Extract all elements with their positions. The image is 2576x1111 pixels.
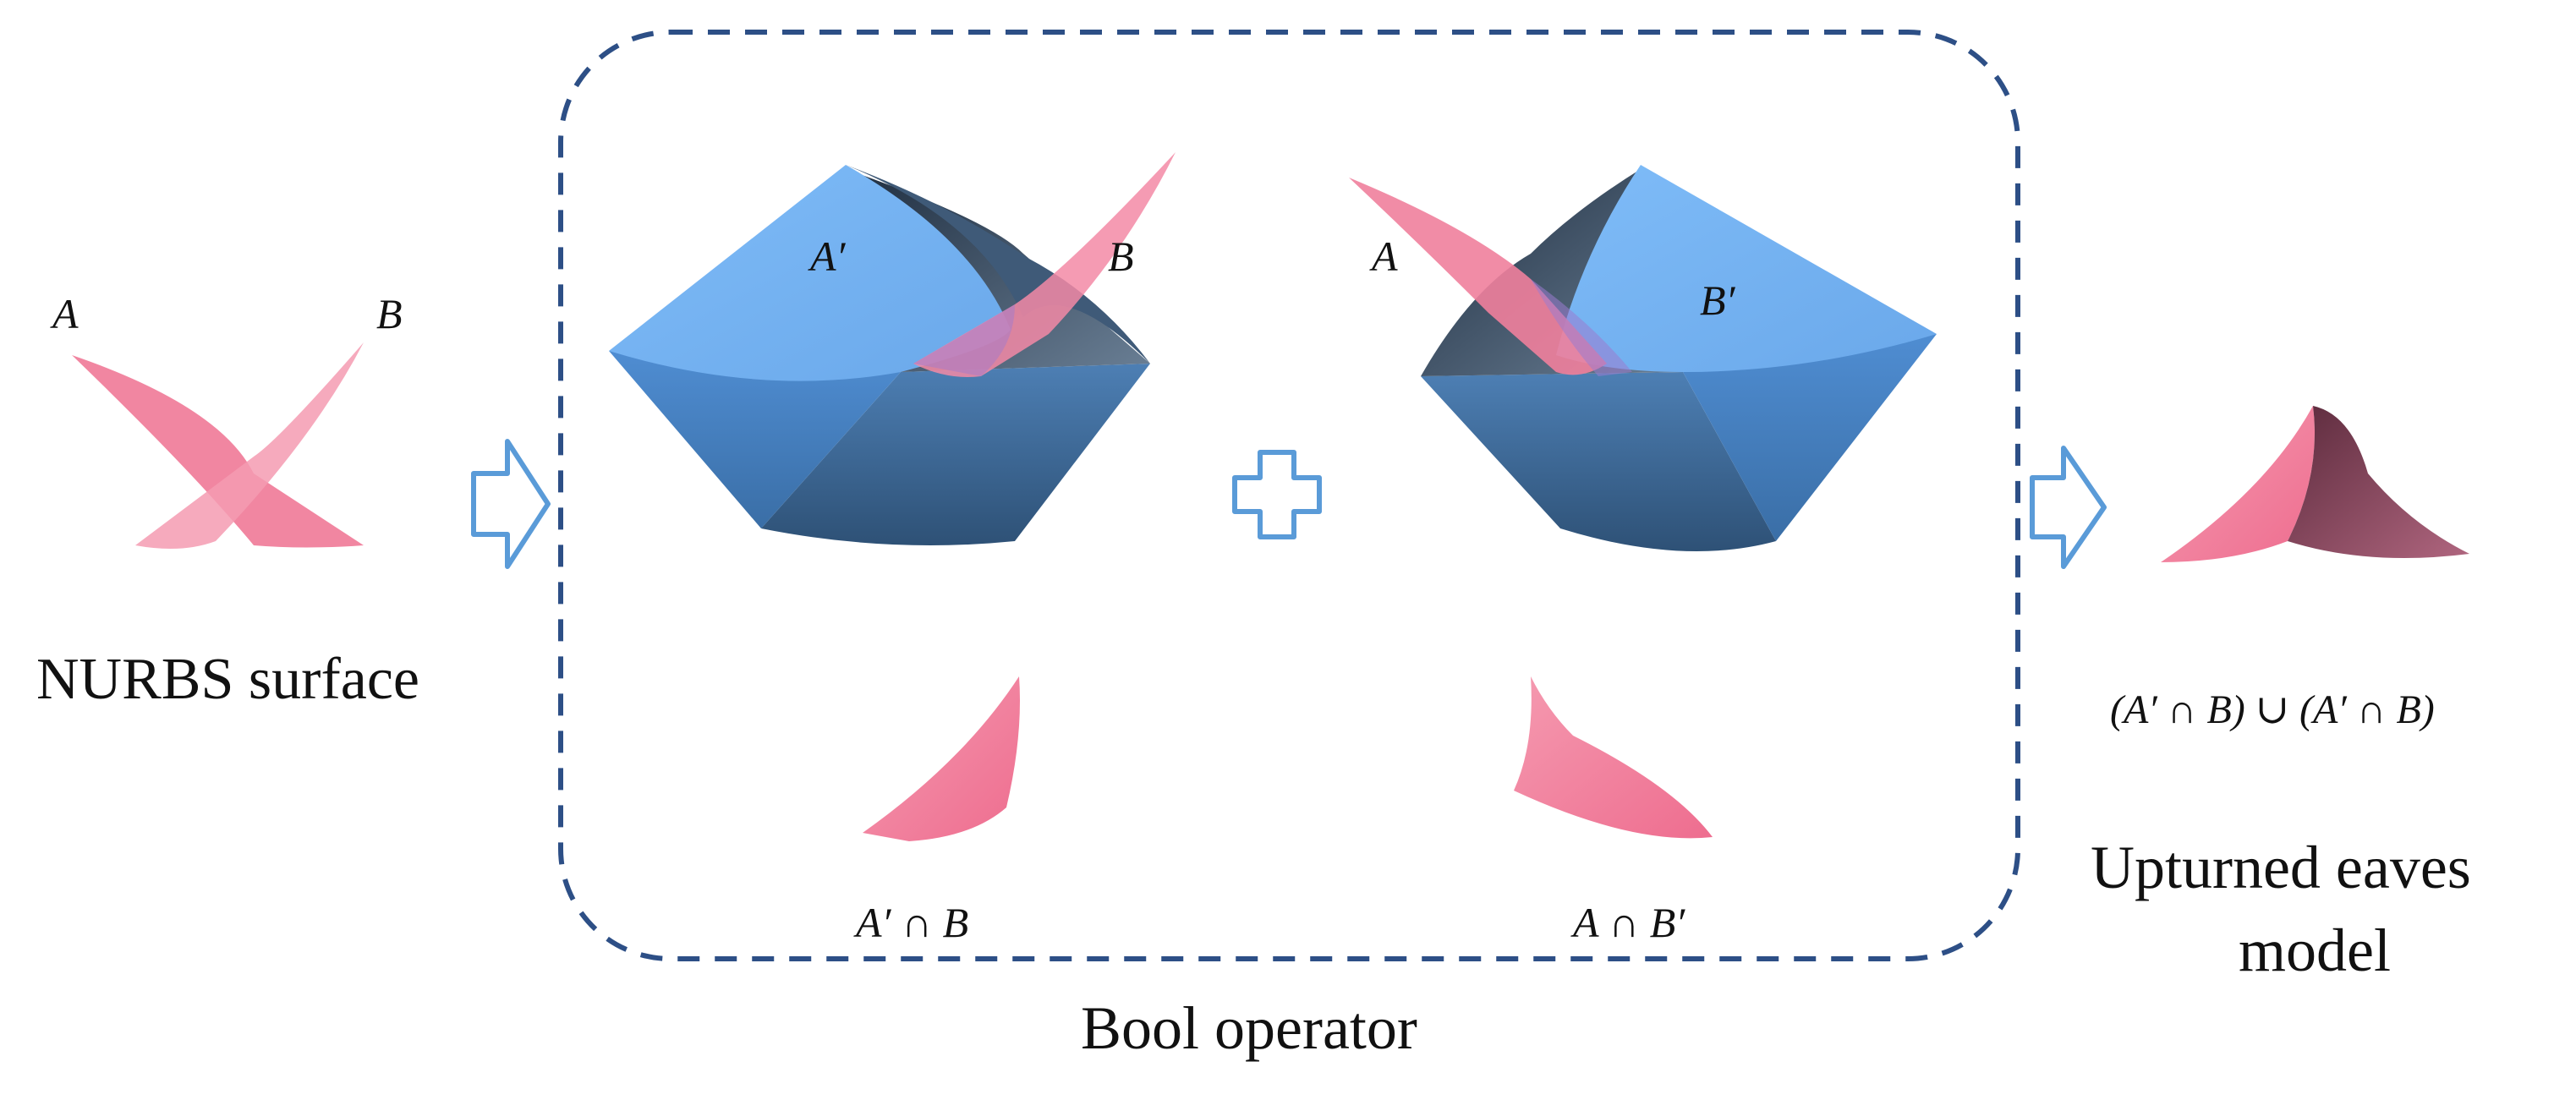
result-a-prime-intersect-b [863,676,1020,841]
label-b-left: B [1108,233,1134,280]
hollow-arrow-right-icon [471,439,551,569]
bool-operator-frame [558,30,2020,961]
eaves-caption-line2: model [2239,917,2391,984]
label-b-prime: B′ [1700,276,1736,324]
eave-left-face [2161,406,2315,562]
result-right-caption: A ∩ B′ [1570,899,1685,946]
upturned-eaves-figure: (A′ ∩ B) ∪ (A′ ∩ B) Upturned eaves model [2091,406,2471,984]
eave-right-face [2288,406,2469,558]
hollow-arrow-right-icon [2030,446,2107,569]
label-a-prime: A′ [808,233,847,280]
label-a-right: A [1369,233,1398,280]
solid-b-prime-with-a: A B′ [1349,165,1937,551]
surface-a [72,355,364,548]
label-a: A [50,290,79,337]
nurbs-surface-figure: A B NURBS surface [36,290,419,712]
label-b: B [376,290,403,337]
result-left-caption: A′ ∩ B [853,899,968,946]
plus-icon [1232,450,1322,539]
eaves-caption-line1: Upturned eaves [2091,834,2471,901]
bool-operator-caption: Bool operator [1081,994,1417,1062]
surface-a-overlay [1349,178,1607,375]
solid-a-prime-with-b: A′ B [609,152,1176,545]
nurbs-caption: NURBS surface [36,647,419,712]
result-a-intersect-b-prime [1514,676,1713,839]
result-formula: (A′ ∩ B) ∪ (A′ ∩ B) [2110,687,2435,732]
